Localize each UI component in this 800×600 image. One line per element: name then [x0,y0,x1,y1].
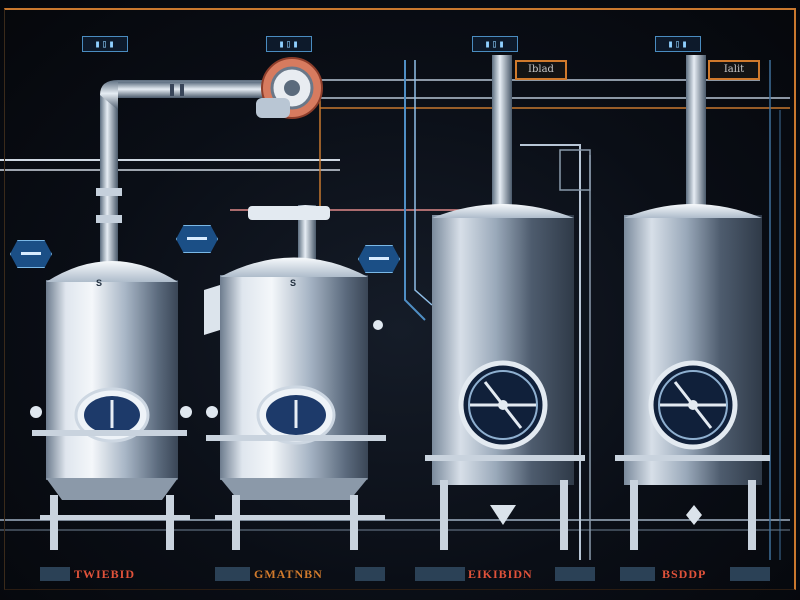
bottom-label-3: EIKIBIDN [468,567,533,581]
callout-tank-3: Iblad [515,60,567,80]
tank-1-badge: S [96,278,103,288]
bottom-deco-bar-4 [415,567,465,581]
hex-indicator-1 [10,240,52,268]
overhead-pipe [96,80,290,265]
top-tag-1: ▮▯▮ [82,36,128,52]
bottom-label-1: TWIEBID [74,567,136,581]
bottom-deco-bar-1 [40,567,70,581]
hex-indicator-3 [358,245,400,273]
bottom-deco-bar-7 [730,567,770,581]
vent-stacks [248,55,706,265]
bottom-label-2: GMATNBN [254,567,323,581]
tank-2-badge: S [290,278,297,288]
pump [256,57,323,119]
top-tag-4: ▮▯▮ [655,36,701,52]
tank-3 [425,204,585,550]
top-tag-3: ▮▯▮ [472,36,518,52]
tank-4 [615,204,770,550]
bottom-label-4: BSDDP [662,567,707,581]
tank-2 [204,257,386,550]
bottom-deco-bar-2 [215,567,250,581]
tank-1 [30,261,192,550]
bottom-deco-bar-5 [555,567,595,581]
top-tag-2: ▮▯▮ [266,36,312,52]
bottom-deco-bar-3 [355,567,385,581]
callout-tank-4: Ialit [708,60,760,80]
hex-indicator-2 [176,225,218,253]
bottom-deco-bar-6 [620,567,655,581]
process-lines [0,60,790,560]
